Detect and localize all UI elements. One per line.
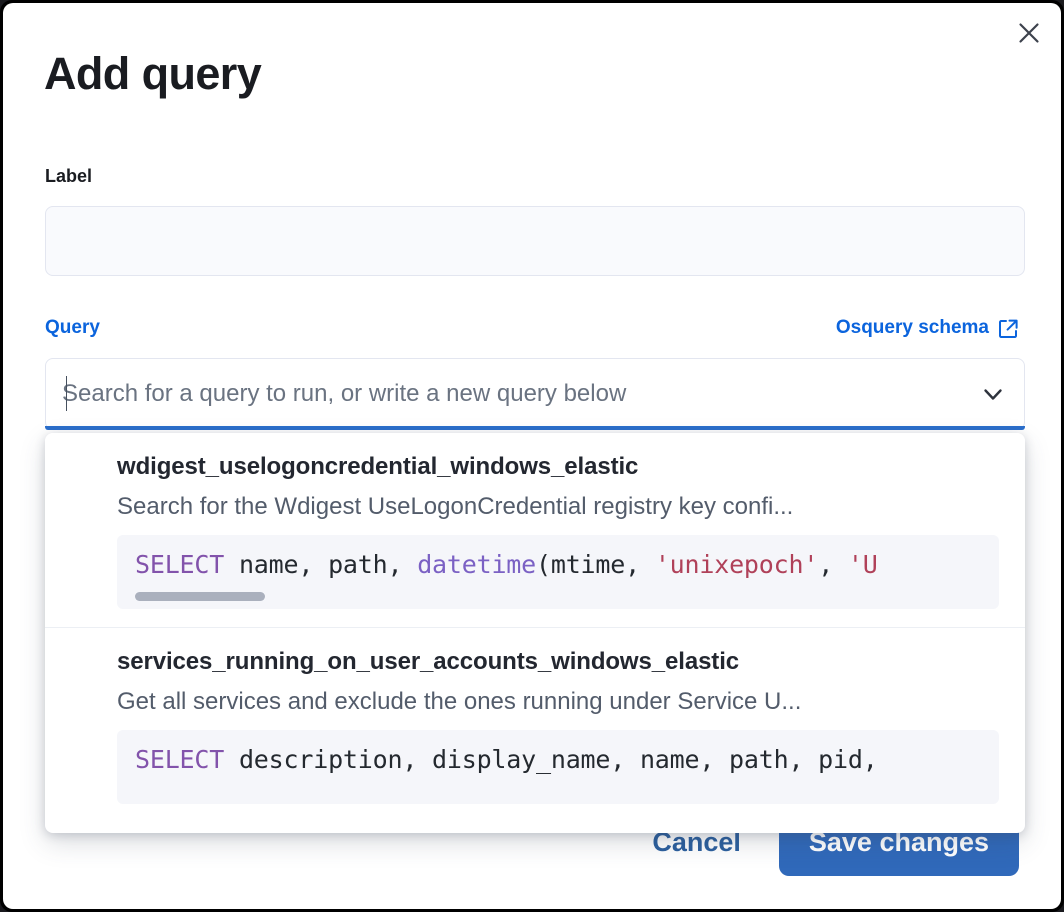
- query-option-title: services_running_on_user_accounts_window…: [117, 648, 740, 675]
- sql-preview-scrollbar-thumb[interactable]: [135, 592, 265, 601]
- close-icon: [1018, 22, 1040, 44]
- query-option-item[interactable]: services_running_on_user_accounts_window…: [45, 627, 1025, 822]
- close-button[interactable]: [1009, 13, 1049, 53]
- external-link-icon: [998, 318, 1019, 339]
- chevron-down-icon[interactable]: [980, 381, 1006, 407]
- query-combobox[interactable]: Search for a query to run, or write a ne…: [45, 358, 1025, 430]
- query-search-input[interactable]: Search for a query to run, or write a ne…: [62, 380, 627, 407]
- sql-token-kw: SELECT: [135, 550, 225, 579]
- query-option-description: Search for the Wdigest UseLogonCredentia…: [117, 493, 794, 520]
- sql-preview-scrollbar-track[interactable]: [135, 592, 999, 601]
- sql-token-kw: SELECT: [135, 745, 225, 774]
- page-title: Add query: [44, 48, 262, 99]
- sql-token-str: 'U: [847, 550, 878, 579]
- query-option-description: Get all services and exclude the ones ru…: [117, 688, 802, 715]
- sql-token-plain: (mtime,: [536, 550, 655, 579]
- sql-code-line: SELECT description, display_name, name, …: [117, 744, 999, 775]
- sql-token-plain: description, display_name, name, path, p…: [224, 745, 878, 774]
- sql-code-line: SELECT name, path, datetime(mtime, 'unix…: [117, 549, 999, 580]
- query-option-sql-preview: SELECT description, display_name, name, …: [117, 730, 999, 804]
- text-cursor: [66, 376, 67, 411]
- query-field-caption: Query: [45, 317, 100, 338]
- combobox-focus-underline: [45, 426, 1025, 430]
- label-input[interactable]: [45, 206, 1025, 276]
- osquery-schema-link[interactable]: Osquery schema: [836, 317, 1019, 339]
- sql-token-plain: name, path,: [224, 550, 418, 579]
- query-options-list: wdigest_uselogoncredential_windows_elast…: [45, 433, 1025, 822]
- query-option-title: wdigest_uselogoncredential_windows_elast…: [117, 453, 639, 480]
- query-options-dropdown: wdigest_uselogoncredential_windows_elast…: [45, 433, 1025, 833]
- sql-token-fn: datetime: [417, 550, 536, 579]
- label-field-caption: Label: [45, 166, 93, 186]
- add-query-modal: Add query Label Query Osquery schema Sea…: [3, 3, 1061, 909]
- sql-token-str: 'unixepoch': [654, 550, 819, 579]
- query-option-item[interactable]: wdigest_uselogoncredential_windows_elast…: [45, 433, 1025, 627]
- query-option-sql-preview: SELECT name, path, datetime(mtime, 'unix…: [117, 535, 999, 609]
- osquery-schema-label: Osquery schema: [835, 317, 989, 338]
- sql-token-plain: ,: [818, 550, 848, 579]
